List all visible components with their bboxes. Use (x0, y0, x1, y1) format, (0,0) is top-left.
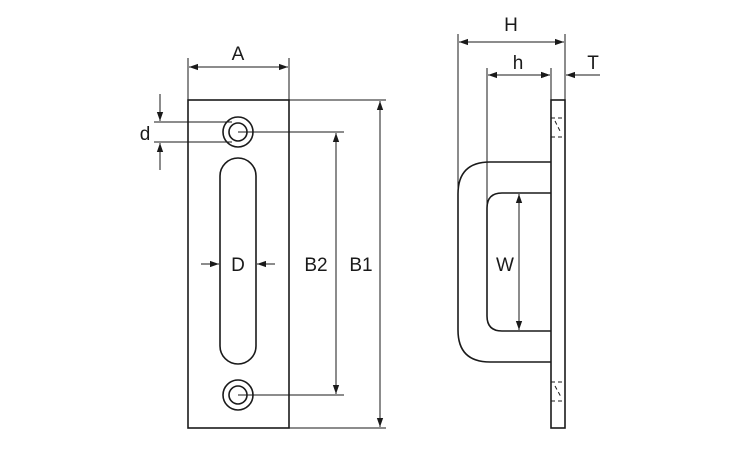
base-plate-outline (187, 99, 290, 429)
label-B2: B2 (304, 255, 327, 276)
dimension-B2: B2 (238, 131, 344, 396)
loop-outline (457, 161, 551, 363)
hidden-hole-bottom (551, 381, 565, 402)
dimension-d: d (140, 94, 232, 170)
side-view: H h T W (457, 15, 600, 429)
label-d: d (140, 124, 151, 145)
dimension-B1: B1 (289, 99, 386, 429)
center-slot (219, 157, 257, 365)
side-plate (550, 99, 566, 429)
label-h: h (513, 53, 524, 74)
loop-inner-outline (486, 192, 551, 332)
dimension-A: A (187, 44, 290, 100)
dimension-T: T (530, 53, 600, 100)
label-D: D (231, 255, 245, 276)
hidden-hole-top (551, 117, 565, 138)
dimension-H: H (457, 15, 566, 194)
label-H: H (504, 15, 518, 36)
label-B1: B1 (349, 255, 372, 276)
dimension-h: h (486, 53, 552, 208)
label-A: A (232, 44, 245, 65)
dimension-D: D (201, 255, 275, 276)
dimension-W: W (494, 194, 523, 330)
front-view: A d D B2 B1 (140, 44, 386, 429)
label-W: W (496, 255, 514, 276)
label-T: T (587, 53, 599, 74)
